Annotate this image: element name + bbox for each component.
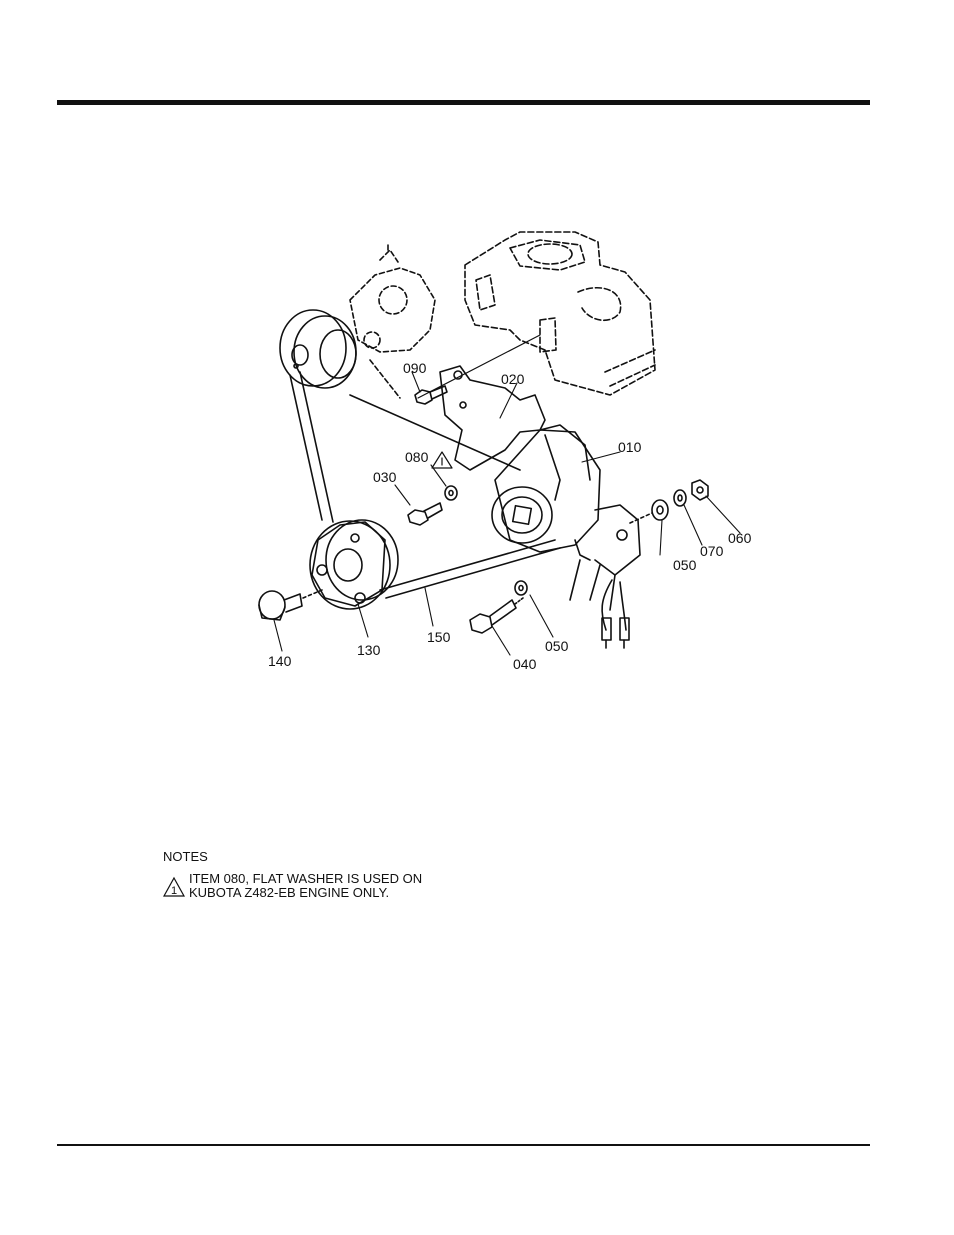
- callout-050-right: 050: [673, 557, 697, 573]
- notes-title: NOTES: [163, 850, 422, 864]
- callout-050-lower: 050: [545, 638, 569, 654]
- note-item: 1 ITEM 080, FLAT WASHER IS USED ON KUBOT…: [163, 872, 422, 900]
- callout-130: 130: [357, 642, 381, 658]
- callout-070: 070: [700, 543, 724, 559]
- adjust-bracket: [418, 335, 545, 470]
- warning-triangle-icon: 1: [163, 876, 185, 898]
- callout-010: 010: [618, 439, 642, 455]
- callout-080: 080: [405, 449, 429, 465]
- note-text: ITEM 080, FLAT WASHER IS USED ON KUBOTA …: [189, 872, 422, 900]
- warning-triangle-icon: [432, 452, 452, 468]
- note-line-2: KUBOTA Z482-EB ENGINE ONLY.: [189, 886, 422, 900]
- callout-030: 030: [373, 469, 397, 485]
- leader-lines: [274, 372, 740, 655]
- bolt-040: [470, 581, 527, 633]
- bolt-030: [408, 486, 457, 525]
- note-marker: 1: [171, 885, 177, 897]
- callout-040: 040: [513, 656, 537, 672]
- right-hardware: [630, 480, 708, 523]
- alternator-belt-exploded-diagram: 090 020 010 080 030 050 070 060 140 130 …: [0, 0, 954, 700]
- engine-block: [465, 232, 655, 395]
- callout-060: 060: [728, 530, 752, 546]
- callout-090: 090: [403, 360, 427, 376]
- drive-belt: [290, 372, 560, 598]
- callout-020: 020: [501, 371, 525, 387]
- callout-150: 150: [427, 629, 451, 645]
- note-line-1: ITEM 080, FLAT WASHER IS USED ON: [189, 872, 422, 886]
- footer-rule: [57, 1144, 870, 1146]
- callout-140: 140: [268, 653, 292, 669]
- alternator-wires: [602, 580, 629, 648]
- notes-section: NOTES 1 ITEM 080, FLAT WASHER IS USED ON…: [163, 850, 422, 900]
- fan-pulley: [280, 310, 356, 388]
- crank-pulley: [310, 520, 398, 609]
- crank-bolt: [259, 590, 322, 620]
